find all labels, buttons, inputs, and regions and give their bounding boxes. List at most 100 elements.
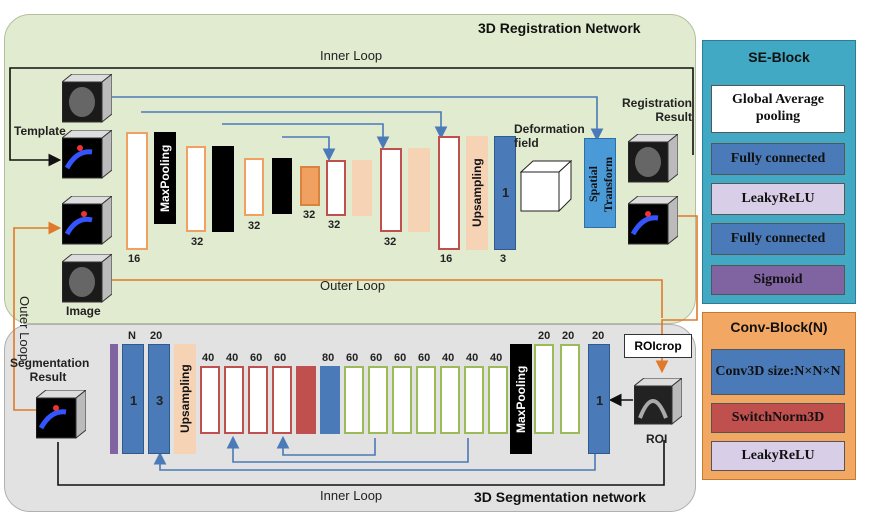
seg-final-conv-n: 1	[122, 344, 144, 454]
seg-first-conv-label: 1	[596, 393, 604, 408]
reg-skip-1	[112, 96, 604, 142]
seg-bottleneck-conv	[320, 366, 340, 434]
conv-block-panel: Conv-Block(N) Conv3D size:N×N×N SwitchNo…	[702, 312, 856, 480]
seg-first-conv: 1	[588, 344, 610, 454]
seg-top-label: 60	[346, 352, 359, 364]
registration-result-seg-cube	[626, 194, 680, 246]
conv-conv3d: Conv3D size:N×N×N	[711, 349, 845, 395]
registration-result-image-cube	[626, 132, 680, 184]
seg-down-conv	[344, 366, 364, 434]
seg-top-label: 60	[250, 352, 263, 364]
seg-down-conv	[464, 366, 484, 434]
reg-upsampling: Upsampling	[466, 136, 488, 250]
seg-top-label: 60	[394, 352, 407, 364]
reg-ch-label: 32	[303, 209, 316, 221]
conv-leakyrelu: LeakyReLU	[711, 441, 845, 471]
spatial-transform-label: Spatial Transform	[586, 156, 615, 212]
seg-top-label: 80	[322, 352, 335, 364]
reg-up-fill-b	[408, 148, 430, 232]
reg-inner-loop-label: Inner Loop	[320, 48, 383, 63]
reg-ch-label: 32	[328, 219, 341, 231]
registration-title: 3D Registration Network	[478, 20, 641, 36]
conv-block-title: Conv-Block(N)	[730, 319, 828, 335]
seg-softmax-layer	[110, 344, 118, 454]
seg-maxpooling: MaxPooling	[510, 344, 532, 454]
reg-maxpooling: MaxPooling	[154, 132, 176, 224]
template-seg-cube	[60, 128, 114, 180]
seg-top-label: 60	[418, 352, 431, 364]
seg-top-label: 20	[150, 330, 163, 342]
reg-up-conv-c	[438, 136, 460, 250]
seg-inner-loop-label: Inner Loop	[320, 488, 383, 503]
roicrop-box: ROIcrop	[624, 334, 692, 358]
seg-conv-20-a: 3	[148, 344, 170, 454]
seg-input-conv	[534, 344, 554, 434]
reg-ch-label: 16	[440, 253, 453, 265]
reg-maxpooling-label: MaxPooling	[158, 144, 172, 212]
reg-outer-loop-label: Outer Loop	[320, 278, 386, 293]
se-block-panel: SE-Block Global Average pooling Fully co…	[702, 40, 856, 304]
reg-skip-4	[282, 136, 336, 162]
seg-top-label: 40	[226, 352, 239, 364]
se-block-title: SE-Block	[748, 49, 810, 65]
reg-ch-label: 32	[384, 236, 397, 248]
seg-upsampling-label: Upsampling	[178, 364, 192, 434]
seg-maxpooling-label: MaxPooling	[514, 365, 528, 433]
reg-ch-label: 32	[248, 220, 261, 232]
seg-up-conv	[272, 366, 292, 434]
reg-up-fill-a	[352, 160, 372, 216]
seg-top-label: 40	[442, 352, 455, 364]
reg-conv-16-a	[126, 132, 148, 250]
seg-top-label: N	[128, 330, 136, 342]
image-seg-cube	[60, 194, 114, 246]
seg-top-label: 20	[562, 330, 575, 342]
roi-cube	[632, 376, 684, 426]
reg-upsampling-label: Upsampling	[470, 158, 484, 228]
reg-up-conv-a	[326, 160, 346, 216]
registration-result-label: Registration Result	[621, 96, 692, 124]
seg-up-conv	[224, 366, 244, 434]
seg-down-conv	[416, 366, 436, 434]
seg-down-conv	[368, 366, 388, 434]
reg-to-seg-line	[112, 279, 663, 318]
se-leakyrelu: LeakyReLU	[711, 183, 845, 215]
seg-conv-20-a-label: 3	[156, 393, 164, 408]
deformation-field-label: Deformation field	[514, 122, 585, 150]
reg-ch-label: 3	[500, 253, 507, 265]
se-fully-connected-2: Fully connected	[711, 223, 845, 255]
reg-inner-loop-line	[9, 67, 694, 167]
seg-top-label: 20	[592, 330, 605, 342]
reg-conv-32-b	[244, 158, 264, 216]
registration-network-panel	[4, 14, 696, 324]
se-sigmoid: Sigmoid	[711, 265, 845, 295]
template-label: Template	[14, 124, 66, 138]
seg-down-conv	[488, 366, 508, 434]
seg-up-conv	[248, 366, 268, 434]
reg-pool-b	[212, 146, 234, 232]
seg-upsampling: Upsampling	[174, 344, 196, 454]
seg-top-label: 60	[274, 352, 287, 364]
seg-result-label: Segmentation Result	[10, 356, 90, 384]
seg-skip-3	[276, 435, 376, 456]
reg-bottleneck	[300, 166, 320, 206]
seg-skip-1	[153, 445, 596, 471]
seg-bottleneck	[296, 366, 316, 434]
reg-skip-2	[141, 111, 448, 140]
reg-conv-32-a	[186, 146, 206, 232]
segmentation-title: 3D Segmentation network	[474, 489, 646, 505]
seg-down-conv	[440, 366, 460, 434]
seg-top-label: 40	[202, 352, 215, 364]
reg-final-conv: 1	[494, 136, 516, 250]
seg-top-label: 40	[490, 352, 503, 364]
deformation-field-cube	[519, 159, 573, 213]
reg-final-conv-label: 1	[502, 185, 510, 200]
template-image-cube	[60, 72, 114, 124]
reg-up-conv-b	[380, 148, 402, 232]
reg-ch-label: 32	[191, 236, 204, 248]
seg-skip-2	[226, 435, 469, 463]
seg-up-conv	[200, 366, 220, 434]
seg-down-conv	[392, 366, 412, 434]
image-cube	[60, 252, 114, 304]
seg-input-conv	[560, 344, 580, 434]
